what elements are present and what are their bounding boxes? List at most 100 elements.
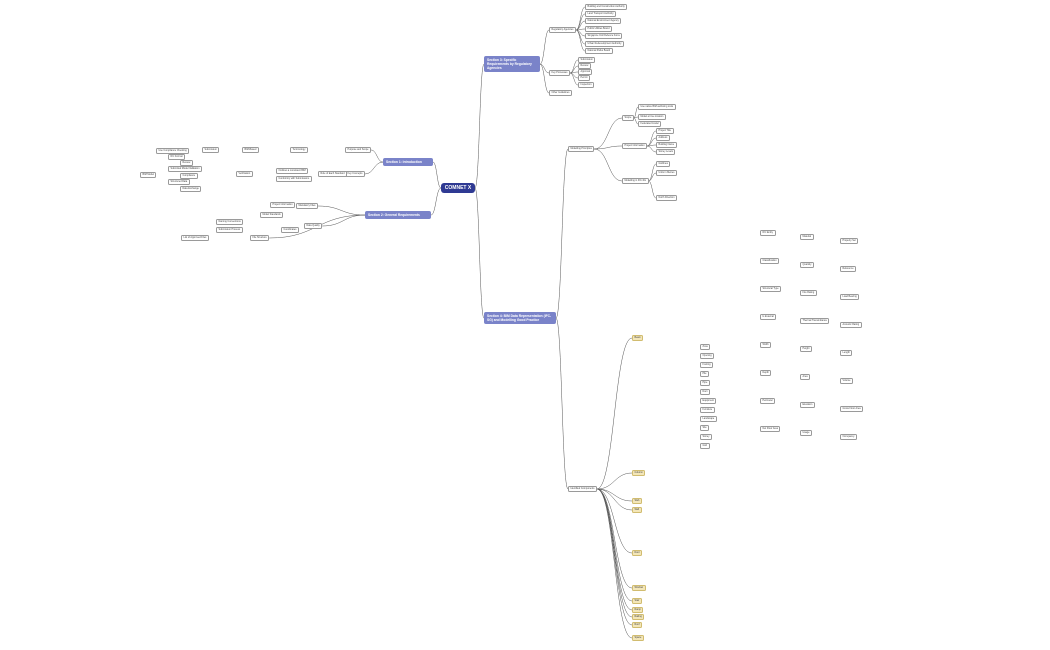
s4-pl9[interactable]: North Direction — [656, 195, 677, 201]
component-door[interactable]: Door — [632, 550, 643, 556]
property-2[interactable]: Property Set — [840, 238, 859, 244]
property-10[interactable]: Thermal Transmittance — [800, 318, 830, 324]
component-duct[interactable]: Duct — [700, 389, 710, 395]
s4-pl8[interactable]: Units in Metres — [656, 170, 677, 176]
s2-c5[interactable]: File Structure — [250, 235, 270, 241]
property-17[interactable]: Volume — [840, 378, 853, 384]
s2-l2[interactable]: Coordinates — [281, 227, 299, 233]
s4-principles[interactable]: Modelling Principles — [568, 146, 595, 152]
s3-a5[interactable]: Urban Redevelopment Authority — [585, 41, 624, 47]
component-zone[interactable]: Zone — [700, 344, 711, 350]
component-roof[interactable]: Roof — [632, 622, 643, 628]
property-6[interactable]: Structural Type — [760, 286, 782, 292]
property-13[interactable]: Height — [800, 346, 812, 352]
root-node[interactable]: COMNET X — [441, 183, 475, 193]
property-3[interactable]: Classification — [760, 258, 780, 264]
s4-components[interactable]: Identified Components — [568, 486, 597, 492]
property-5[interactable]: Reference — [840, 266, 857, 272]
property-15[interactable]: Depth — [760, 370, 772, 376]
s3-a2[interactable]: National Environment Agency — [585, 18, 622, 24]
s3-p2[interactable]: Approval — [578, 69, 593, 75]
section4-node[interactable]: Section 4: BIM Data Representation (IFC-… — [484, 312, 556, 325]
s3-a4[interactable]: Singapore Civil Defence Force — [585, 33, 623, 39]
s1-f4[interactable]: Structured Data — [168, 179, 190, 185]
s1-p0[interactable]: Outlines a consistent BIM — [276, 168, 309, 174]
s3-g2[interactable]: Other Guidelines — [549, 90, 572, 96]
property-21[interactable]: Net Floor Area — [760, 426, 781, 432]
component-beam[interactable]: Beam — [632, 335, 644, 341]
component-equipment[interactable]: Equipment — [700, 398, 717, 404]
s1-role[interactable]: Role of Each Standard — [318, 171, 348, 177]
section2-node[interactable]: Section 2: General Requirements — [365, 211, 431, 220]
property-14[interactable]: Length — [840, 350, 853, 356]
component-window[interactable]: Window — [632, 585, 646, 591]
s1-k2[interactable]: Verification — [236, 171, 253, 177]
s3-a6[interactable]: National Parks Board — [585, 48, 613, 54]
s1-p1[interactable]: Conformity with Submissions — [276, 176, 312, 182]
component-ramp[interactable]: Ramp — [632, 607, 644, 613]
property-20[interactable]: Gross Floor Area — [840, 406, 864, 412]
s4-pr2[interactable]: Modelling in IFC-SG — [622, 178, 649, 184]
component-pipe[interactable]: Pipe — [700, 380, 710, 386]
s1-key[interactable]: Key Concepts — [345, 171, 365, 177]
s3-p4[interactable]: Inspection — [578, 82, 594, 88]
s1-k4[interactable]: Compliance — [180, 173, 198, 179]
s4-pl7[interactable]: Gridlines — [656, 161, 671, 167]
s1-f1[interactable]: Use Compliance Checking — [156, 148, 190, 154]
s1-k1[interactable]: Submission — [202, 147, 220, 153]
component-footing[interactable]: Footing — [700, 362, 713, 368]
s1-k3[interactable]: Review — [180, 160, 193, 166]
s2-c3[interactable]: Naming Conventions — [216, 219, 244, 225]
property-19[interactable]: Elevation — [800, 402, 815, 408]
s4-pr0[interactable]: Scope — [622, 115, 634, 121]
section3-node[interactable]: Section 3: Specific Requirements by Regu… — [484, 56, 540, 73]
s1-term[interactable]: Terminology — [290, 147, 308, 153]
component-site[interactable]: Site — [700, 425, 710, 431]
property-12[interactable]: Width — [760, 342, 772, 348]
s3-a3[interactable]: Public Utilities Board — [585, 26, 612, 32]
s1-k0[interactable]: BIM-Based — [242, 147, 259, 153]
s1-f3[interactable]: Submitted Model Validation — [168, 166, 202, 172]
s4-pl0[interactable]: Use native BIM authoring tools — [638, 104, 676, 110]
property-23[interactable]: Occupancy — [840, 434, 857, 440]
component-storey[interactable]: Storey — [700, 434, 712, 440]
component-furniture[interactable]: Furniture — [700, 407, 715, 413]
s2-l0[interactable]: List of Approved Files — [181, 235, 209, 241]
s4-pl1[interactable]: Model at true location — [638, 114, 666, 120]
property-18[interactable]: Perimeter — [760, 398, 776, 404]
s4-pl2[interactable]: Federated model — [638, 121, 662, 127]
property-0[interactable]: IFC Entity — [760, 230, 776, 236]
s4-pl5[interactable]: Building Name — [656, 142, 677, 148]
s2-c4[interactable]: Submission Process — [216, 227, 243, 233]
property-22[interactable]: Usage — [800, 430, 812, 436]
component-stair[interactable]: Stair — [632, 598, 642, 604]
property-9[interactable]: Is External — [760, 314, 777, 320]
property-4[interactable]: Quantity — [800, 262, 814, 268]
s4-pl3[interactable]: Project Title — [656, 128, 674, 134]
property-16[interactable]: Area — [800, 374, 811, 380]
section1-node[interactable]: Section 1: Introduction — [383, 158, 433, 167]
s2-l1[interactable]: Project Information — [270, 202, 296, 208]
s3-p3[interactable]: Permit — [578, 75, 590, 81]
s1-k5[interactable]: Data Exchange — [180, 186, 202, 192]
s3-g0[interactable]: Regulatory Agencies — [549, 27, 576, 33]
component-pile[interactable]: Pile — [700, 371, 709, 377]
s3-g1[interactable]: Key Processes — [549, 70, 570, 76]
component-wall[interactable]: Wall — [632, 507, 642, 513]
s3-a0[interactable]: Building and Construction Authority — [585, 4, 628, 10]
component-opening[interactable]: Opening — [700, 353, 715, 359]
s3-p1[interactable]: Review — [578, 63, 591, 69]
s4-pl4[interactable]: Address — [656, 135, 670, 141]
s1-f2[interactable]: IFC Format — [168, 154, 186, 160]
property-8[interactable]: Load Bearing — [840, 294, 860, 300]
s2-c1[interactable]: Model Standards — [260, 212, 284, 218]
component-grid[interactable]: Grid — [700, 443, 710, 449]
s1-f0[interactable]: BIM Model — [140, 172, 157, 178]
s3-p0[interactable]: Submission — [578, 57, 596, 63]
property-11[interactable]: Acoustic Rating — [840, 322, 862, 328]
component-column[interactable]: Column — [632, 470, 646, 476]
s3-a1[interactable]: Land Transport Authority — [585, 11, 617, 17]
component-railing[interactable]: Railing — [632, 614, 645, 620]
property-1[interactable]: Material — [800, 234, 814, 240]
component-landscape[interactable]: Landscape — [700, 416, 717, 422]
